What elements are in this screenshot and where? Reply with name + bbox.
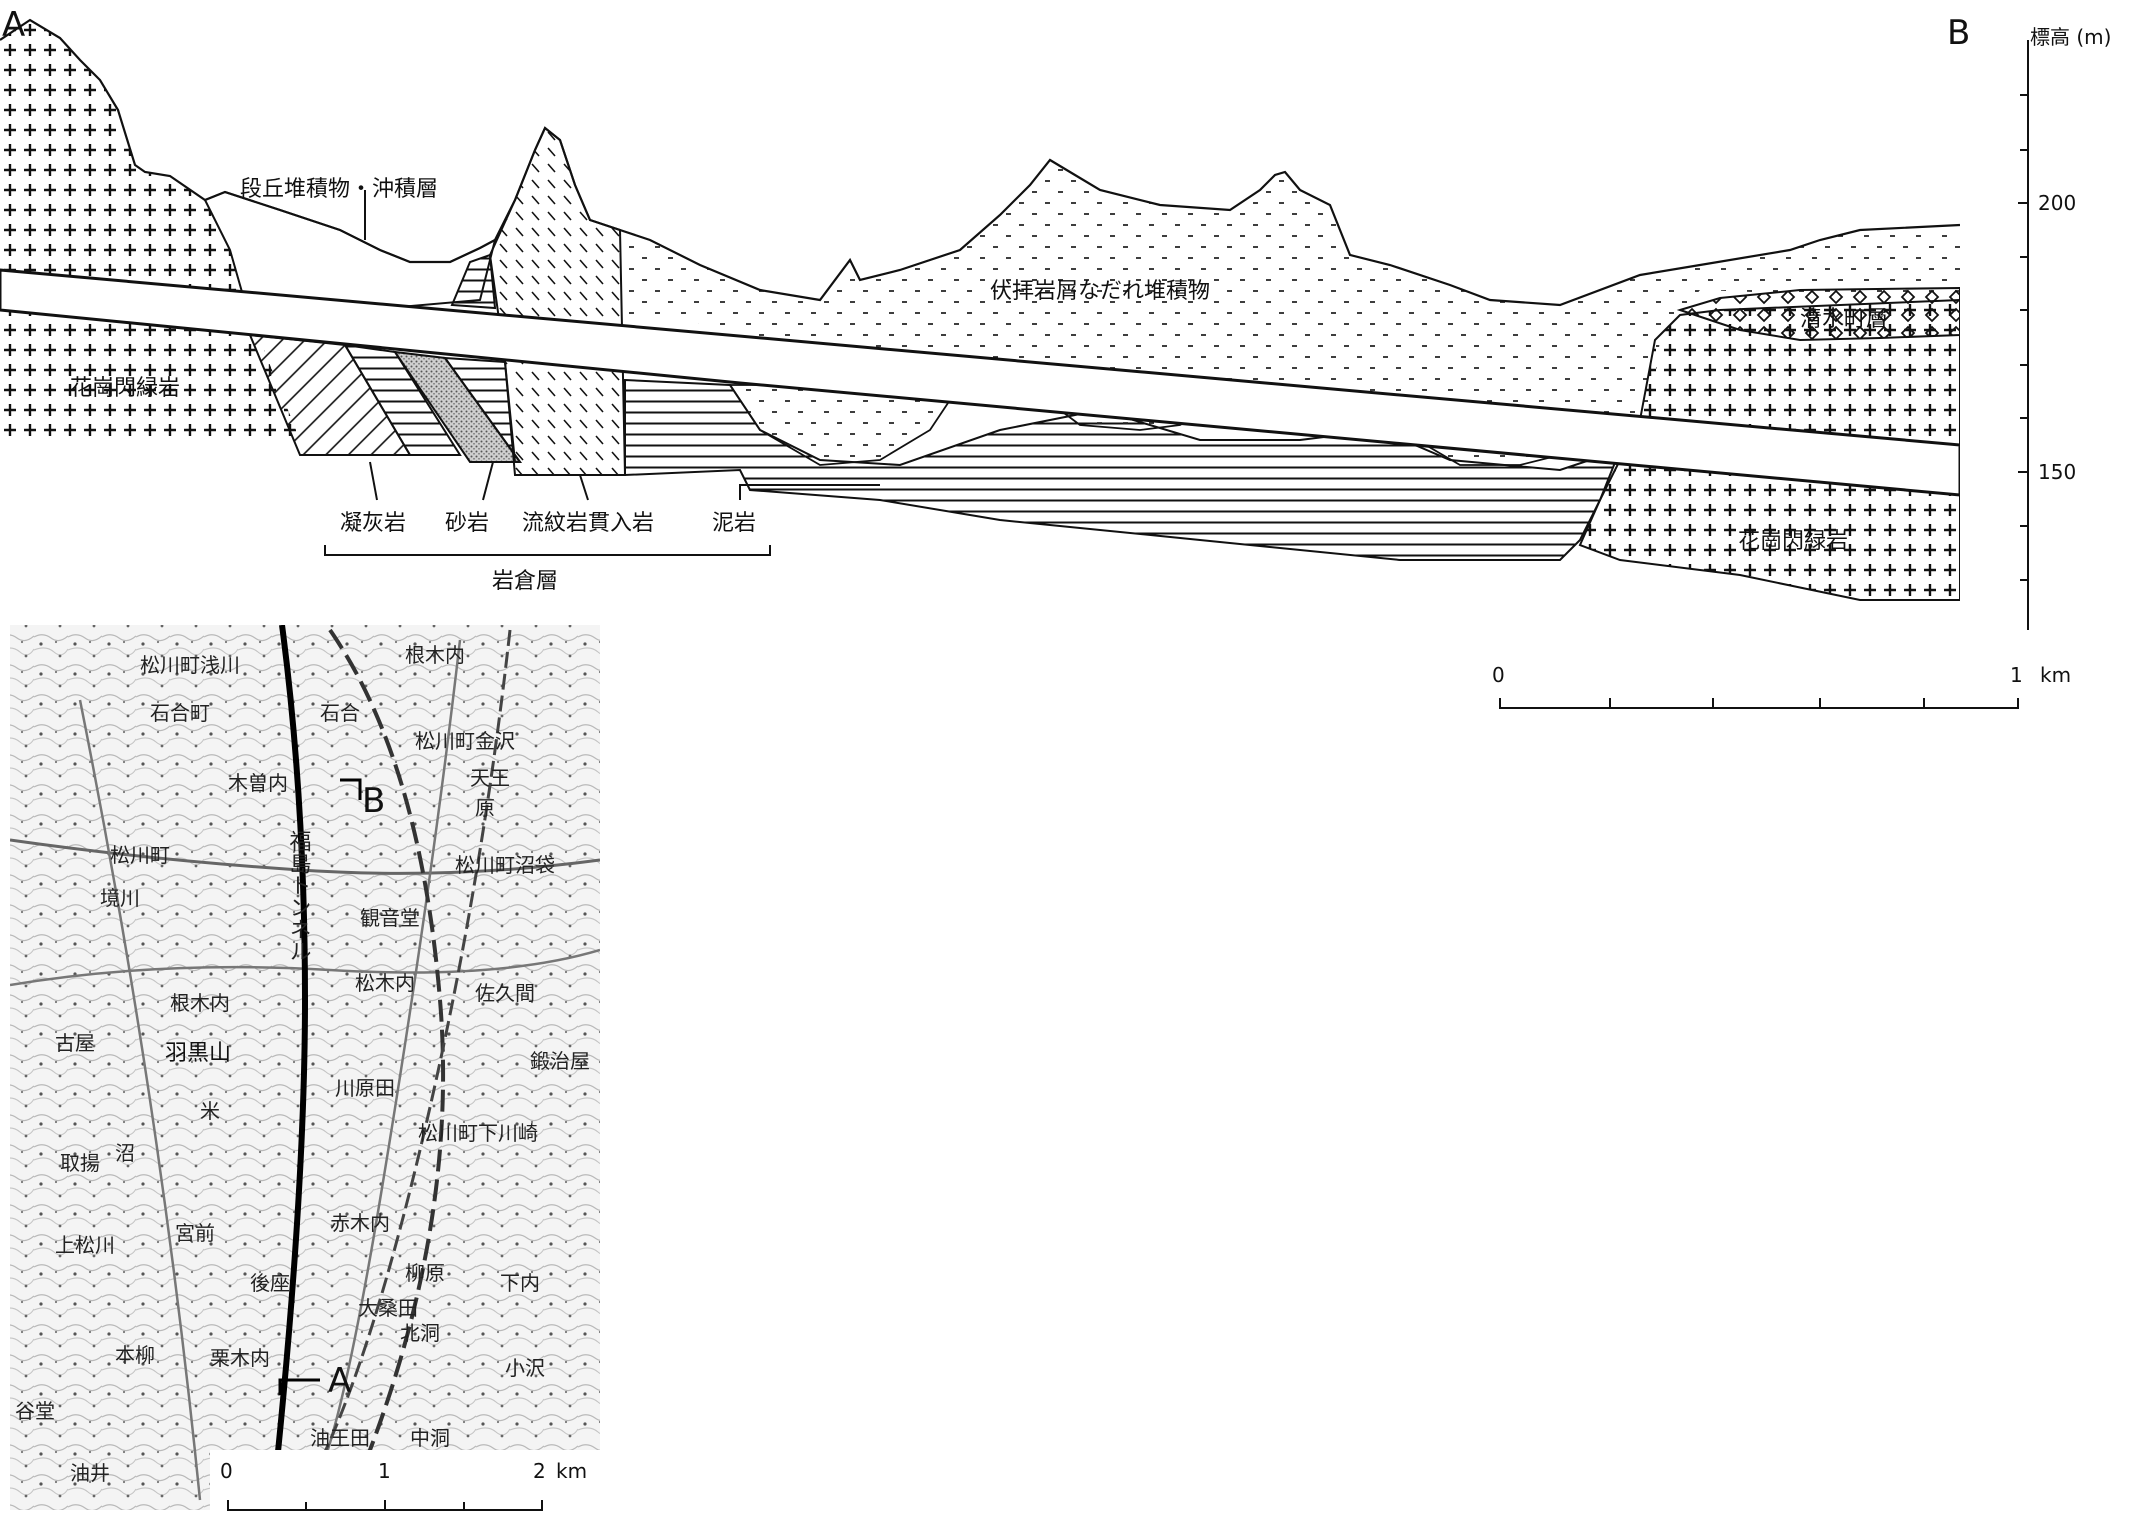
map-label: 下内 xyxy=(500,1271,540,1295)
map-label: 観音堂 xyxy=(360,906,420,930)
map-label: 中洞 xyxy=(410,1426,450,1450)
map-label: 宮前 xyxy=(175,1221,215,1245)
leader-rhyolite xyxy=(579,474,589,501)
leader-mudstone xyxy=(739,484,880,500)
elevation-tick-label-200: 200 xyxy=(2038,191,2076,215)
map-label: 根木内 xyxy=(405,643,465,667)
map-scale-start: 0 xyxy=(220,1459,233,1483)
leader-tuff xyxy=(369,461,378,501)
map-label: 川原田 xyxy=(335,1076,395,1100)
map-label: 境川 xyxy=(100,886,140,910)
map-label: 佐久間 xyxy=(475,981,535,1005)
topography-line xyxy=(0,18,1960,307)
map-label: 油王田 xyxy=(310,1426,370,1450)
map-label: 松川町沼袋 xyxy=(455,853,555,877)
map-scale-end: 2 xyxy=(533,1459,546,1483)
location-map: B A 松川町浅川 根木内 石合町 石合 松川町金沢 天王 原 木曽内 松川町 … xyxy=(10,625,600,1510)
elevation-axis: 標高 (m) 200 150 xyxy=(2018,25,2111,630)
map-scale-unit: km xyxy=(556,1459,587,1483)
map-road xyxy=(78,699,202,1501)
map-label: 松川町金沢 xyxy=(415,729,515,753)
label-granite-right: 花崗閃緑岩 xyxy=(1738,529,1848,554)
map-label: 石合 xyxy=(320,701,360,725)
elevation-axis-label: 標高 (m) xyxy=(2030,25,2111,49)
section-scale-end: 1 xyxy=(2010,663,2023,687)
map-label: 沼 xyxy=(115,1141,135,1165)
label-granite-left: 花崗閃緑岩 xyxy=(70,376,180,401)
section-end-b: B xyxy=(1947,13,1970,53)
map-label: 天王 xyxy=(470,766,510,790)
map-railway-2 xyxy=(298,629,512,1501)
map-scale-mid: 1 xyxy=(378,1459,391,1483)
map-label: 小沢 xyxy=(505,1356,545,1380)
map-label: 赤木内 xyxy=(330,1211,390,1235)
label-terrace: 段丘堆積物・沖積層 xyxy=(240,177,438,202)
section-scale-bar: 0 1 km xyxy=(1492,663,2071,709)
section-scale-line xyxy=(1499,698,2019,709)
rhyolite-intrusion xyxy=(488,126,627,476)
map-label: 後座 xyxy=(250,1271,290,1295)
map-label: 鍛治屋 xyxy=(530,1049,590,1073)
tunnel-band xyxy=(0,268,1960,497)
shimizu-formation xyxy=(1676,286,1960,342)
map-tunnel-line xyxy=(269,625,309,1510)
map-label: 大桑田 xyxy=(358,1296,418,1320)
label-iwakura: 岩倉層 xyxy=(492,569,558,594)
map-label: 根木内 xyxy=(170,991,230,1015)
map-label: 米 xyxy=(200,1099,220,1123)
map-label: 木曽内 xyxy=(228,771,288,795)
cross-section xyxy=(0,18,1960,601)
map-label: 油井 xyxy=(70,1461,110,1485)
map-label: 松木内 xyxy=(355,971,415,995)
label-tuff: 凝灰岩 xyxy=(340,511,406,536)
map-label: 松川町下川崎 xyxy=(418,1121,538,1145)
map-label: 古屋 xyxy=(55,1031,95,1055)
elevation-tick-label-150: 150 xyxy=(2038,460,2076,484)
map-road xyxy=(10,948,600,987)
map-label: 上松川 xyxy=(55,1233,115,1257)
map-label: 原 xyxy=(475,796,495,820)
map-scale-bg xyxy=(210,1450,600,1519)
map-label: 取揚 xyxy=(60,1151,100,1175)
map-label: 松川町浅川 xyxy=(140,653,240,677)
granite-left-body xyxy=(0,20,300,440)
label-shimizu: 清水町層 xyxy=(1800,307,1888,332)
map-label: 谷堂 xyxy=(15,1399,55,1423)
section-end-a: A xyxy=(2,5,25,45)
section-scale-start: 0 xyxy=(1492,663,1505,687)
section-scale-unit: km xyxy=(2040,663,2071,687)
map-label: 北洞 xyxy=(400,1321,440,1345)
map-scale-bar: 0 1 2 km xyxy=(210,1450,600,1519)
map-marker-b xyxy=(340,778,362,800)
label-mudstone: 泥岩 xyxy=(712,511,756,536)
map-marker-a xyxy=(278,1378,320,1395)
map-point-b: B xyxy=(362,781,385,821)
map-tunnel-label: 福島トンネル xyxy=(286,830,312,962)
map-point-a: A xyxy=(328,1361,351,1401)
map-railway xyxy=(328,628,446,1501)
map-label: 石合町 xyxy=(150,701,210,725)
map-label: 松川町 xyxy=(110,843,170,867)
map-label: 柳原 xyxy=(405,1261,445,1285)
label-sandstone: 砂岩 xyxy=(445,511,489,536)
leader-sandstone xyxy=(482,461,494,501)
mudstone-body-left xyxy=(343,343,462,456)
iwakura-bracket xyxy=(324,545,771,556)
map-label: 栗木内 xyxy=(210,1346,270,1370)
map-label: 本柳 xyxy=(115,1343,155,1367)
label-fushiogami: 伏拝岩屑なだれ堆積物 xyxy=(990,279,1210,304)
label-rhyolite: 流紋岩貫入岩 xyxy=(522,511,654,536)
map-label-haguroyama: 羽黒山 xyxy=(165,1041,231,1066)
